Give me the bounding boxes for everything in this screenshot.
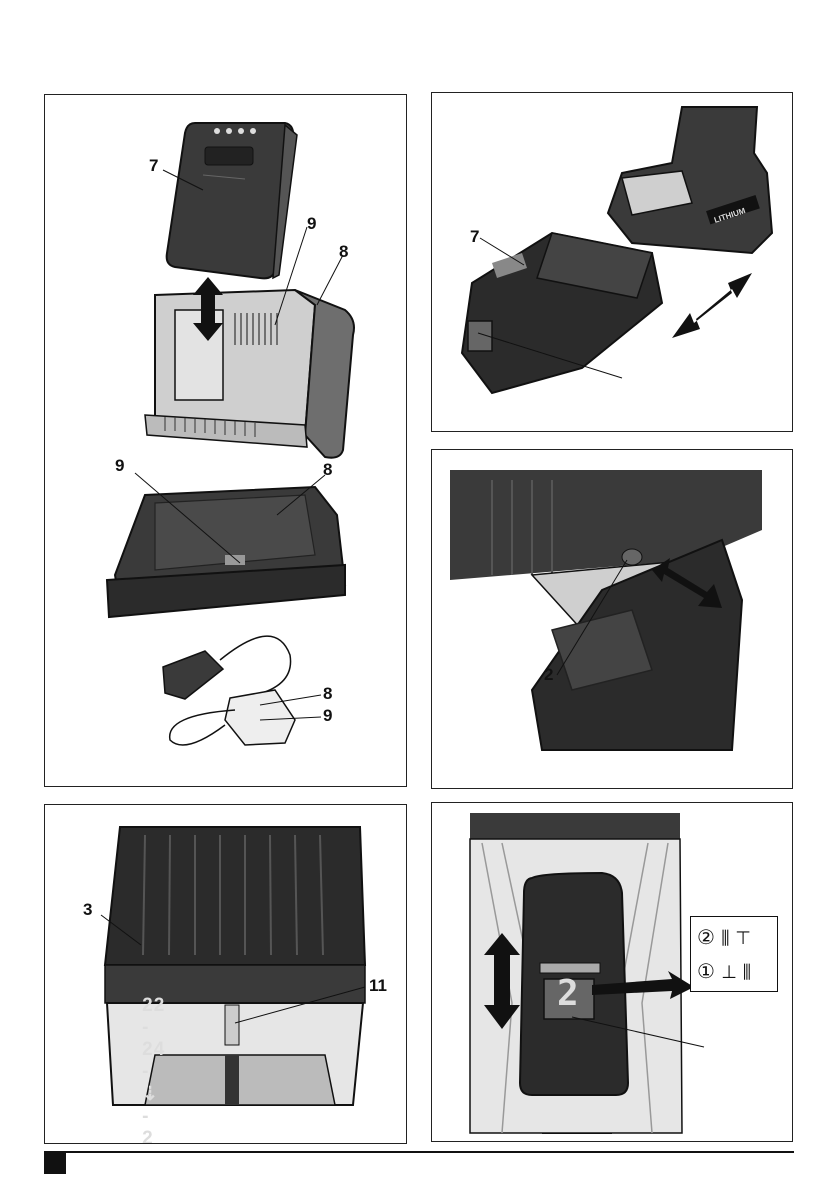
mode-number-1: ① xyxy=(697,959,715,983)
footer-rule xyxy=(44,1151,794,1153)
charger-base-graphic xyxy=(107,473,345,617)
torque-collar-illustration xyxy=(45,805,407,1144)
plug-adapter-graphic xyxy=(163,636,321,745)
switch-illustration xyxy=(432,450,793,789)
figure-panel-charger: 7 9 8 9 8 8 9 xyxy=(44,94,407,787)
callout-adapter-8: 8 xyxy=(323,685,332,702)
battery-insert-illustration: LITHIUM xyxy=(432,93,793,432)
mode-row-2: ② ⫼ ⊤ xyxy=(697,925,751,949)
callout-battery: 7 xyxy=(470,228,479,245)
mode-row-1: ① ⊥ ⫼ xyxy=(697,959,751,983)
scale-2: 2 xyxy=(142,1128,154,1144)
callout-adapter-9: 9 xyxy=(323,707,332,724)
callout-battery: 7 xyxy=(149,157,158,174)
charger-illustration xyxy=(45,95,407,787)
callout-collar: 3 xyxy=(83,901,92,918)
callout-switch: 2 xyxy=(544,666,553,683)
callout-marker: 11 xyxy=(369,977,387,994)
scale-dash-2: - xyxy=(142,1061,149,1082)
callout-contacts-top: 9 xyxy=(307,215,316,232)
battery-pack-graphic xyxy=(167,123,297,278)
callout-charger-top: 8 xyxy=(339,243,348,260)
screw-drill-icon: ⊥ ⫼ xyxy=(721,962,751,983)
figure-panel-switch: 2 xyxy=(431,449,793,789)
scale-22: 22 xyxy=(142,995,165,1016)
scale-dash-3: - xyxy=(142,1106,149,1127)
gear-display: 2 xyxy=(557,976,579,1012)
figure-panel-torque-collar: 22 - 24 - ⇣ - 2 - 4 3 11 xyxy=(44,804,407,1144)
tool-foot-graphic: LITHIUM xyxy=(608,107,772,253)
figure-panel-gear-selector: 2 ② ⫼ ⊤ ① ⊥ ⫼ xyxy=(431,802,793,1142)
diagonal-arrow-graphic xyxy=(672,273,752,338)
scale-dash-1: - xyxy=(142,1017,149,1038)
mode-legend: ② ⫼ ⊤ ① ⊥ ⫼ xyxy=(690,916,778,992)
figure-panel-battery-insert: LITHIUM 7 xyxy=(431,92,793,432)
drill-hammer-icon: ⫼ ⊤ xyxy=(721,928,751,949)
callout-charger-mid: 8 xyxy=(323,461,332,478)
torque-scale: 22 - 24 - ⇣ - 2 - 4 xyxy=(117,973,165,1144)
page-number-block xyxy=(44,1152,66,1174)
callout-contacts-mid: 9 xyxy=(115,457,124,474)
drill-symbol-icon: ⇣ xyxy=(142,1084,159,1105)
scale-24: 24 xyxy=(142,1039,165,1060)
battery-side-graphic xyxy=(462,233,662,393)
mode-number-2: ② xyxy=(697,925,715,949)
